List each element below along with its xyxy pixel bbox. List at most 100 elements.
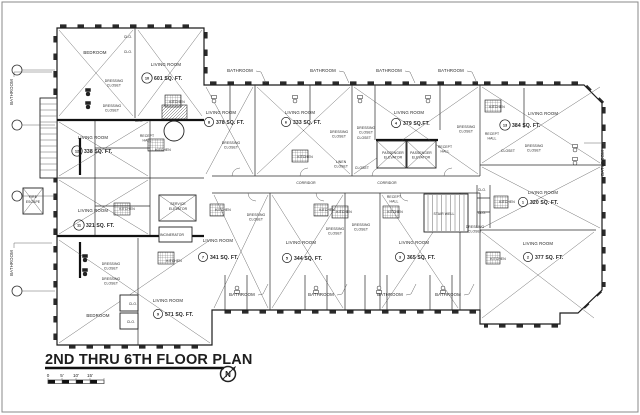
unit-area: 344 SQ. FT. <box>294 256 323 262</box>
bathroom-label: BATHROOM <box>227 68 253 73</box>
dressing-closet-label: CLOSET <box>107 84 121 88</box>
unit-number-circle <box>73 219 85 231</box>
unit-number-circle <box>198 252 208 262</box>
unit-number-circle <box>391 118 401 128</box>
dressing-closet-label: CLOSET <box>459 130 473 134</box>
unit-area: 320 SQ. FT. <box>530 200 559 206</box>
unit-number-circle <box>204 117 214 127</box>
dressing-closet-label: CLOSET <box>332 135 346 139</box>
unit-number: 7 <box>202 255 204 260</box>
dressing-closet-label: DRESSING <box>466 225 485 229</box>
bathroom-label: BATHROOM <box>9 250 14 276</box>
closet-label: CLOSET <box>501 149 515 153</box>
window-bays <box>53 24 606 349</box>
kitchen-label: KITCHEN <box>119 207 135 211</box>
north-arrow-icon: N <box>219 365 237 383</box>
unit-area: 333 SQ. FT. <box>293 120 322 126</box>
passenger-elevator-label: PASSENGER <box>410 151 432 155</box>
unit-area: 601 SQ. FT. <box>154 76 183 82</box>
passenger-elevator-label: ELEVATOR <box>412 156 431 160</box>
closet <box>119 312 139 330</box>
unit-label: 5 344 SQ. FT. <box>282 253 323 263</box>
dressing-closet-label: DRESSING <box>103 104 122 108</box>
grid-bubbles <box>11 64 55 297</box>
unit-number-circle <box>523 252 533 262</box>
living-room-label: LIVING ROOM <box>523 241 554 246</box>
living-room-label: LIVING ROOM <box>399 240 430 245</box>
plan-title: 2ND THRU 6TH FLOOR PLAN <box>45 352 253 368</box>
living-room-label: LIVING ROOM <box>151 62 182 67</box>
recept-hall-label: HALL <box>143 139 152 143</box>
dressing-closet-label: CLOSET <box>359 131 373 135</box>
unit-area: 378 SQ. FT. <box>216 120 245 126</box>
recept-hall-label: RECEPT <box>485 132 499 136</box>
dressing-closet-label: CLOSET <box>224 146 238 150</box>
kitchen-label: KITCHEN <box>319 208 335 212</box>
unit-number-circle <box>282 253 292 263</box>
dressing-closet-label: CLOSET <box>104 267 118 271</box>
bedroom-label: BEDROOM <box>83 50 107 55</box>
kitchen-label: KITCHEN <box>387 210 403 214</box>
dressing-closet-label: CLOSET <box>527 149 541 153</box>
unit-area: 321 SQ. FT. <box>86 223 115 229</box>
living-room-label: LIVING ROOM <box>394 110 425 115</box>
title-block: 2ND THRU 6TH FLOOR PLAN N 0 5' 10' 15' <box>45 352 253 384</box>
unit-number-circle <box>499 119 511 131</box>
dressing-closet-label: DRESSING <box>222 141 241 145</box>
linen-closet-label: CLOSET <box>334 165 348 169</box>
door-swings <box>231 167 453 202</box>
living-room-label: LIVING ROOM <box>285 110 316 115</box>
closet-label: CLO. <box>129 302 137 306</box>
dressing-closet-label: DRESSING <box>102 277 121 281</box>
unit-area: 377 SQ. FT. <box>535 255 564 261</box>
span-diagonals <box>58 29 601 344</box>
dressing-closet-label: CLOSET <box>104 282 118 286</box>
dressing-closet-label: DRESSING <box>330 130 349 134</box>
incinerator-chute <box>158 226 193 243</box>
dressing-closet-label: DRESSING <box>326 227 345 231</box>
round-stair <box>163 120 185 142</box>
dressing-closet-label: CLOSET <box>105 109 119 113</box>
kitchen-label: KITCHEN <box>499 200 515 204</box>
kitchen-areas <box>113 94 509 265</box>
unit-number: 5 <box>286 256 289 261</box>
unit-area: 379 SQ.FT. <box>403 121 430 127</box>
recept-hall-label: HALL <box>390 200 399 204</box>
unit-number: 6 <box>285 120 288 125</box>
recept-hall-label: RECEPT <box>140 134 154 138</box>
closet-label: CLOSET <box>355 166 369 170</box>
recept-hall-label: HALL <box>441 150 450 154</box>
dressing-closet-label: CLOSET <box>328 232 342 236</box>
recept-hall-label: RECEPT <box>438 145 452 149</box>
bathroom-label: BATHROOM <box>376 68 402 73</box>
corridor-label: CORRIDOR <box>296 181 316 185</box>
kitchen-label: KITCHEN <box>336 210 352 214</box>
unit-number: 1 <box>522 200 525 205</box>
interior-walls <box>57 28 602 345</box>
dressing-closet-label: DRESSING <box>247 213 266 217</box>
unit-number-circle <box>281 117 291 127</box>
living-room-label: LIVING ROOM <box>206 110 237 115</box>
bathroom-label: BATHROOM <box>600 150 605 176</box>
kitchen-label: KITCHEN <box>166 259 182 263</box>
unit-number-circle <box>141 72 153 84</box>
bathroom-label: BATHROOM <box>308 292 334 297</box>
scale-tick-label: 0 <box>47 373 50 378</box>
bathroom-label: BATHROOM <box>377 292 403 297</box>
unit-number: 3 <box>399 255 402 260</box>
scale-tick-label: 15' <box>87 373 93 378</box>
kitchen-label: KITCHEN <box>297 155 313 159</box>
bathroom-fixtures <box>82 88 578 294</box>
bathroom-label: BATHROOM <box>229 292 255 297</box>
unit-number: 13 <box>503 123 508 128</box>
unit-number: 10 <box>145 76 149 81</box>
closet-label: CLO. <box>135 119 143 123</box>
dressing-closet-label: DRESSING <box>525 144 544 148</box>
unit-label: 1 320 SQ. FT. <box>518 197 559 207</box>
